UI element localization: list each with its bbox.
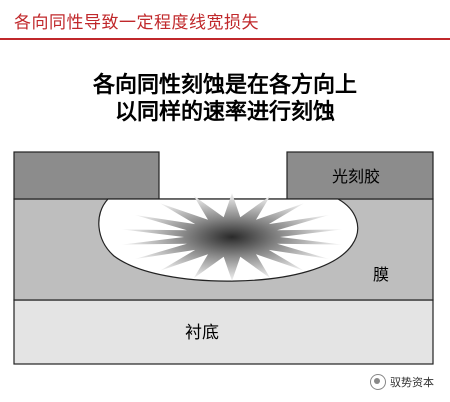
title-divider (0, 38, 450, 40)
photoresist-right (286, 151, 434, 200)
diagram-heading-line2: 以同样的速率进行刻蚀 (115, 99, 335, 125)
watermark: 驭势资本 (370, 374, 434, 390)
wechat-icon (370, 374, 386, 390)
photoresist-label: 光刻胶 (332, 167, 380, 186)
etch-starburst (121, 193, 343, 281)
diagram-heading-line1: 各向同性刻蚀是在各方向上 (92, 72, 357, 98)
page-title: 各向同性导致一定程度线宽损失 (14, 13, 259, 33)
film-label: 膜 (373, 265, 389, 284)
watermark-text: 驭势资本 (390, 376, 434, 389)
photoresist-left (13, 151, 160, 200)
substrate-layer (13, 299, 434, 365)
substrate-label: 衬底 (185, 323, 219, 343)
